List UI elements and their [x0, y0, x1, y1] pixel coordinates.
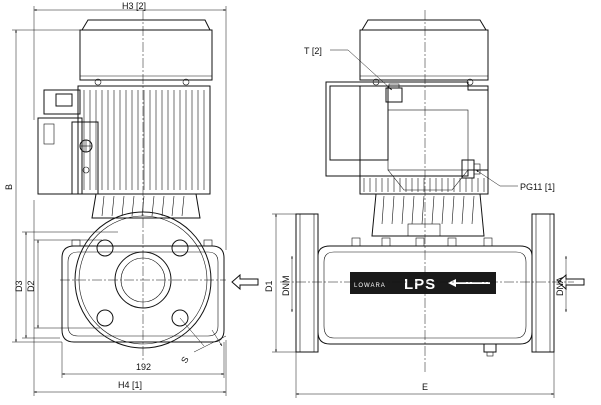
pump-casing	[61, 245, 225, 343]
fin-line	[391, 195, 395, 225]
motor-cover-top	[81, 19, 211, 31]
motor-body	[77, 85, 211, 195]
label-e: E	[422, 382, 428, 392]
fin-line	[381, 195, 385, 225]
label-d2: D2	[26, 280, 36, 292]
drain-plug	[483, 343, 497, 353]
fin-line	[181, 195, 185, 217]
side-view: LOWARA LPS	[280, 10, 574, 372]
motor-cover-top	[361, 19, 487, 31]
flange-bolt-hole	[171, 239, 189, 257]
terminal-box-upper	[43, 89, 81, 115]
fin-line	[171, 195, 175, 217]
casing-nut	[415, 237, 425, 247]
front-view	[37, 10, 226, 360]
motor-fan-cover	[79, 29, 213, 81]
side-view-dimensions	[272, 49, 567, 398]
casing-nut	[447, 237, 457, 247]
casing-nuts	[351, 237, 493, 247]
label-d1: D1	[264, 280, 274, 292]
fin-line	[451, 195, 455, 225]
label-h4: H4 [1]	[118, 380, 142, 390]
logo-model: LPS	[404, 276, 436, 293]
label-192: 192	[136, 362, 151, 372]
terminal-box	[37, 117, 83, 195]
motor-fins	[363, 178, 485, 192]
casing-nut	[381, 237, 391, 247]
fin-line	[441, 195, 445, 225]
label-dna: DNA	[555, 277, 565, 296]
fin-line	[101, 195, 105, 217]
fin-line	[421, 195, 425, 225]
terminal-box	[325, 81, 489, 177]
front-view-dimensions	[12, 6, 227, 396]
lantern-bracket	[91, 193, 201, 219]
label-d3: D3	[14, 280, 24, 292]
fin-line	[121, 195, 125, 217]
fin-line	[401, 195, 405, 225]
casing-nut	[483, 237, 493, 247]
fin-line	[471, 195, 475, 225]
outlet-flange	[531, 213, 555, 353]
label-pg11: PG11 [1]	[520, 182, 555, 192]
casing-nut	[351, 237, 361, 247]
fin-line	[461, 195, 465, 225]
terminal-box-side	[71, 121, 99, 195]
fin-line	[161, 195, 165, 217]
label-h3: H3 [2]	[122, 1, 146, 11]
logo-plate	[350, 272, 496, 294]
logo-prefix: LOWARA	[354, 283, 386, 289]
motor-fins	[83, 90, 205, 190]
flange-bolt-hole	[171, 309, 189, 327]
flange-bolt-hole	[96, 309, 114, 327]
label-dnm: DNM	[281, 276, 291, 297]
fin-line	[111, 195, 115, 217]
lantern-bracket	[371, 193, 485, 237]
label-b: B	[4, 184, 14, 190]
label-t: T [2]	[304, 46, 322, 56]
label-s: S	[179, 355, 191, 365]
hollow-arrow-left-icon	[231, 273, 259, 291]
bracket-ribs	[381, 195, 475, 225]
fin-line	[411, 195, 415, 225]
arrow-left-icon	[448, 279, 490, 287]
fin-line	[431, 195, 435, 225]
motor-fan-cover	[359, 29, 489, 81]
flange-bolt-hole	[96, 239, 114, 257]
inlet-flange	[295, 213, 319, 353]
